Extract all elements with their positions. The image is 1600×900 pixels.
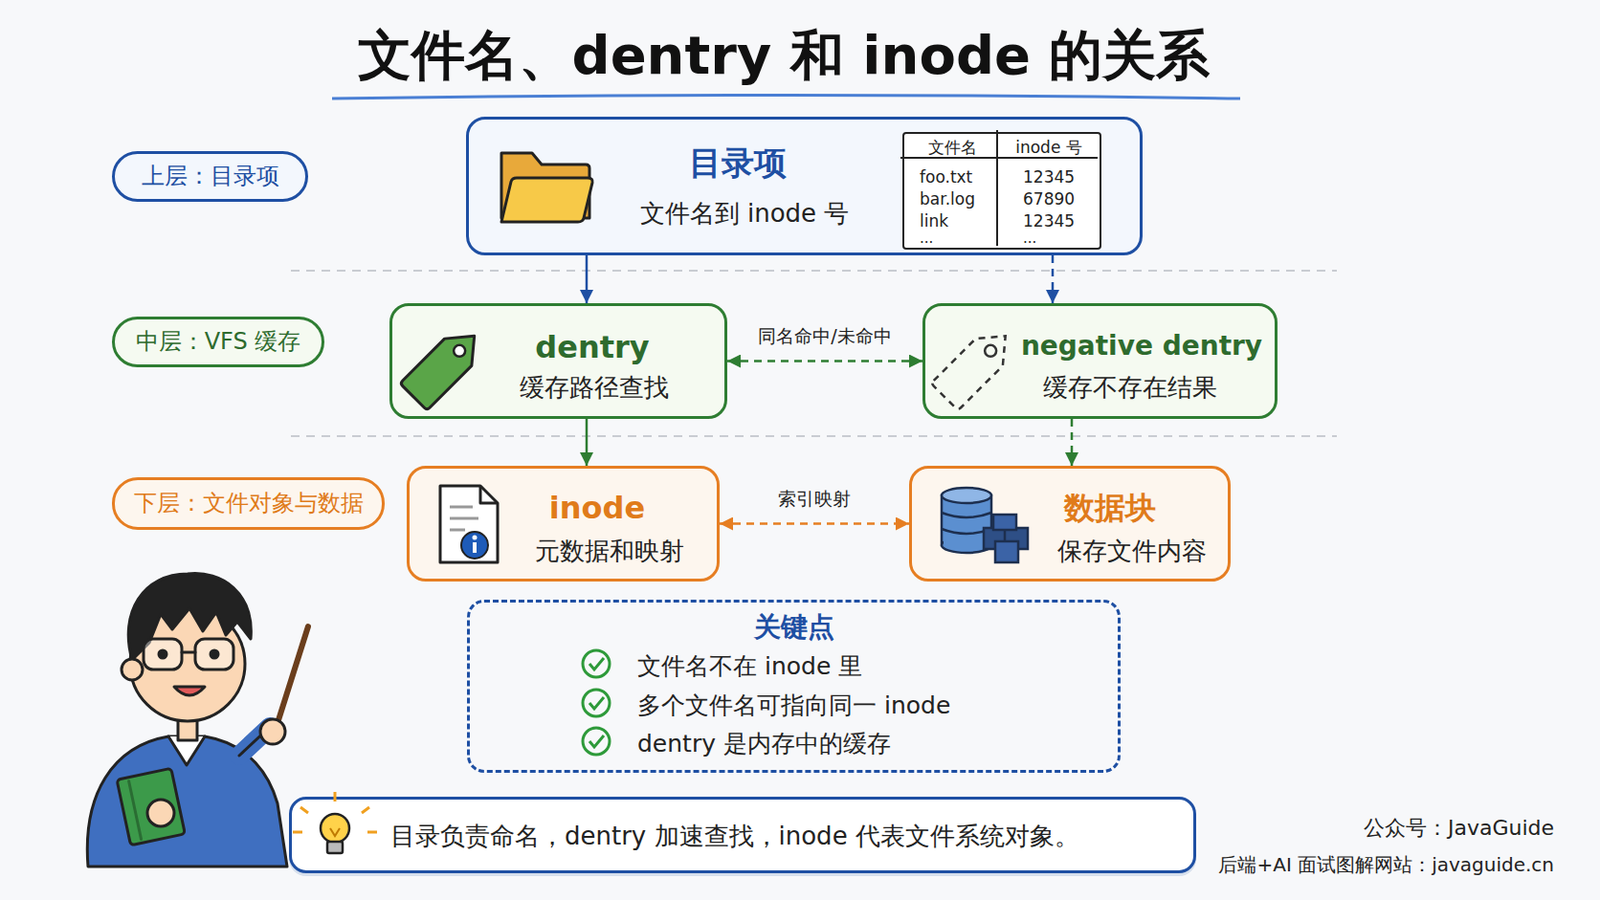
node-text: ... — [1022, 230, 1037, 247]
node-text: 缓存路径查找 — [519, 374, 669, 403]
node-text: 12345 — [1022, 168, 1075, 188]
diagram-title: 文件名、dentry 和 inode 的关系 — [357, 24, 1211, 87]
connector — [585, 255, 589, 304]
node-text: 元数据和映射 — [534, 537, 685, 567]
node-heading: dentry — [534, 330, 649, 366]
node-heading: inode — [549, 490, 645, 527]
connector — [1051, 255, 1055, 304]
watermark: 后端+AI 面试图解网站：javaguide.cn — [1218, 854, 1555, 877]
cache-box: negative dentry 缓存不存在结果 — [922, 303, 1278, 420]
object-box: inode 元数据和映射 — [406, 466, 720, 582]
edge-label: 同名命中/未命中 — [757, 324, 891, 350]
connector — [727, 359, 923, 363]
layer-tag: 中层：VFS 缓存 — [111, 316, 325, 368]
node-text: 文件名不在 inode 里 — [637, 653, 863, 682]
node-text: 文件名到 inode 号 — [640, 200, 850, 229]
node-text: 12345 — [1022, 212, 1075, 232]
connector — [719, 522, 910, 526]
check-icon — [582, 650, 610, 756]
node-text: dentry 是内存中的缓存 — [637, 731, 891, 759]
node-text: foo.txt — [919, 168, 973, 188]
node-heading: 数据块 — [1064, 490, 1156, 527]
node-text: 缓存不存在结果 — [1043, 374, 1218, 403]
node-text: ... — [919, 230, 934, 247]
title-underline — [332, 95, 1241, 100]
layer-separator — [290, 269, 1337, 272]
presenter-illustration — [87, 574, 309, 867]
node-heading: 下层：文件对象与数据 — [133, 490, 364, 518]
node-heading: 关键点 — [754, 612, 835, 644]
summary-box: 目录负责命名，dentry 加速查找，inode 代表文件系统对象。 — [288, 797, 1197, 874]
edge-label: 索引映射 — [777, 487, 851, 512]
node-text: 保存文件内容 — [1057, 537, 1207, 567]
cache-box: dentry 缓存路径查找 — [389, 303, 728, 420]
layer-tag: 下层：文件对象与数据 — [111, 477, 385, 531]
watermark: 公众号：JavaGuide — [1363, 816, 1555, 841]
node-text: bar.log — [919, 190, 976, 210]
node-heading: 上层：目录项 — [141, 163, 280, 191]
node-text: 67890 — [1022, 190, 1075, 210]
connector — [585, 419, 589, 467]
node-heading: 文件名 — [928, 138, 978, 158]
mapping-table: 文件名 inode 号 foo.txt 12345 bar.log 67890 link 12… — [902, 132, 1102, 250]
directory-box: 目录项文件名到 inode 号 文件名 inode 号 foo.txt 12345 bar… — [466, 116, 1143, 256]
connector — [1070, 419, 1074, 467]
node-heading: 中层：VFS 缓存 — [135, 329, 302, 356]
node-heading: 目录项 — [688, 144, 787, 182]
layer-tag: 上层：目录项 — [111, 151, 309, 202]
node-text: 多个文件名可指向同一 inode — [637, 692, 951, 721]
key-points-box: 关键点文件名不在 inode 里多个文件名可指向同一 inode dentry 是… — [466, 600, 1121, 774]
node-heading: 目录负责命名，dentry 加速查找，inode 代表文件系统对象。 — [390, 822, 1080, 852]
node-text: link — [919, 212, 949, 232]
node-heading: negative dentry — [1021, 331, 1263, 362]
object-box: 数据块保存文件内容 — [909, 466, 1231, 582]
node-text: inode 号 — [1015, 138, 1083, 158]
layer-separator — [290, 435, 1337, 438]
